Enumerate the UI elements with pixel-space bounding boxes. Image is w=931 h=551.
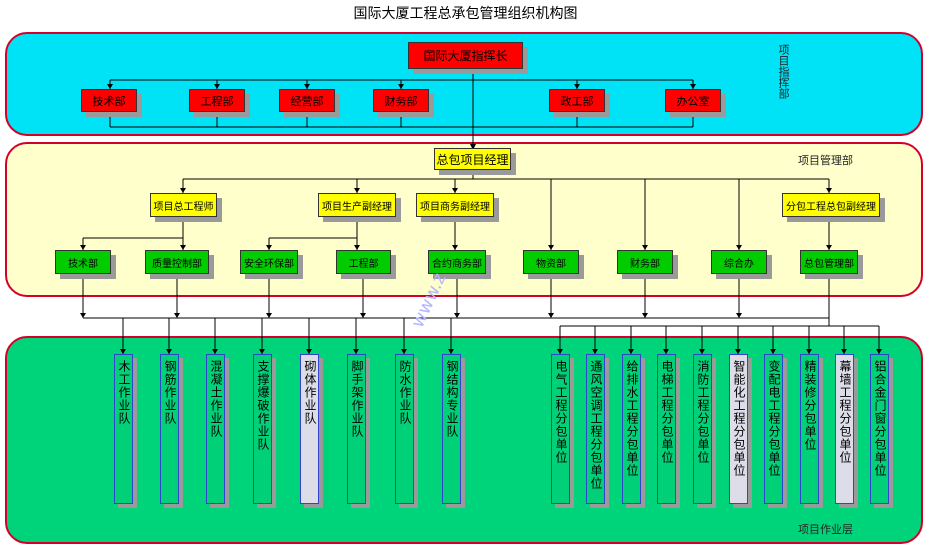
sub-aluminum-windows: 铝合金门窗分包单位 <box>870 354 889 504</box>
sub-power-distribution: 变配电工程分包单位 <box>764 354 783 504</box>
sub-intelligent-systems: 智能化工程分包单位 <box>729 354 748 504</box>
cmd-dept-business: 经营部 <box>279 89 335 112</box>
project-manager-box: 总包项目经理 <box>434 148 511 170</box>
team-steel-structure: 钢结构专业队 <box>442 354 461 504</box>
cmd-dept-finance: 财务部 <box>373 89 429 112</box>
team-scaffolding: 脚手架作业队 <box>347 354 366 504</box>
band-label-command: 项目指挥部 <box>777 44 790 99</box>
team-concrete: 混凝土作业队 <box>206 354 225 504</box>
mgmt-dept-contract: 合约商务部 <box>428 250 486 274</box>
team-shoring-blasting: 支撑爆破作业队 <box>253 354 272 504</box>
mgmt-dept-finance: 财务部 <box>617 250 673 274</box>
team-waterproofing: 防水作业队 <box>395 354 414 504</box>
team-rebar: 钢筋作业队 <box>160 354 179 504</box>
mgmt-dept-safety: 安全环保部 <box>240 250 298 274</box>
band-label-operation: 项目作业层 <box>798 523 853 536</box>
deputy-commerce: 项目商务副经理 <box>416 193 494 217</box>
sub-curtain-wall: 幕墙工程分包单位 <box>835 354 854 504</box>
mgmt-dept-quality: 质量控制部 <box>145 250 209 274</box>
deputy-subcontract: 分包工程总包副经理 <box>782 193 880 217</box>
page-title: 国际大厦工程总承包管理组织机构图 <box>353 6 578 22</box>
cmd-dept-engineering: 工程部 <box>189 89 245 112</box>
mgmt-dept-general-office: 综合办 <box>711 250 767 274</box>
deputy-chief-engineer: 项目总工程师 <box>150 193 217 217</box>
sub-plumbing: 给排水工程分包单位 <box>622 354 641 504</box>
team-carpentry: 木工作业队 <box>114 354 133 504</box>
mgmt-dept-engineering: 工程部 <box>336 250 391 274</box>
band-operation <box>5 336 923 544</box>
commander-box: 国际大厦指挥长 <box>408 42 523 69</box>
mgmt-dept-materials: 物资部 <box>523 250 579 274</box>
mgmt-dept-tech: 技术部 <box>55 250 111 274</box>
sub-electrical: 电气工程分包单位 <box>551 354 570 504</box>
deputy-production: 项目生产副经理 <box>318 193 396 217</box>
team-masonry: 砌体作业队 <box>300 354 319 504</box>
sub-decoration: 精装修分包单位 <box>800 354 819 504</box>
sub-elevator: 电梯工程分包单位 <box>657 354 676 504</box>
cmd-dept-office: 办公室 <box>665 89 721 112</box>
band-label-management: 项目管理部 <box>798 154 853 167</box>
sub-hvac: 通风空调工程分包单位 <box>586 354 605 504</box>
cmd-dept-tech: 技术部 <box>81 89 137 112</box>
sub-fire-protection: 消防工程分包单位 <box>693 354 712 504</box>
mgmt-dept-subcontract-mgmt: 总包管理部 <box>800 250 858 274</box>
cmd-dept-political: 政工部 <box>549 89 605 112</box>
